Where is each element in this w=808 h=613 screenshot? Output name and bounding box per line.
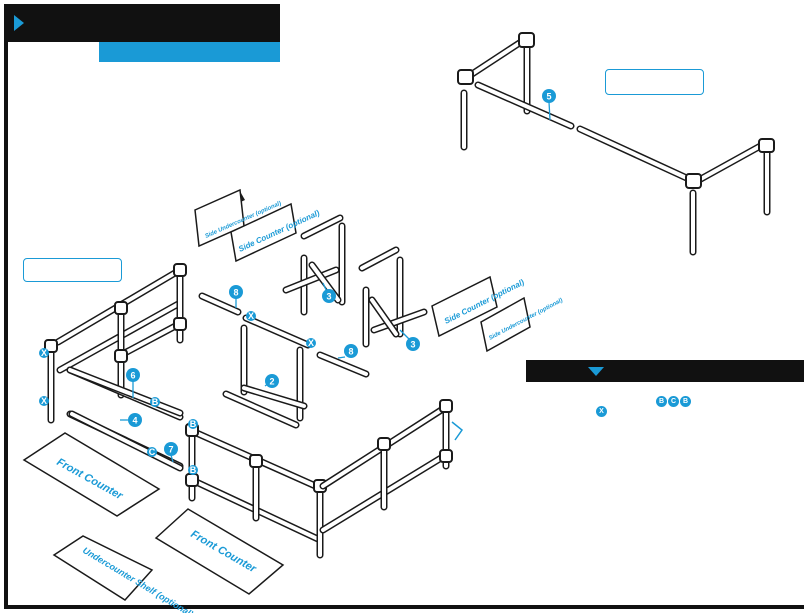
loose-rods: [66, 292, 370, 472]
svg-text:X: X: [308, 338, 314, 348]
callout-8-top-label: 8: [233, 288, 238, 298]
main-assembly-label-box: [23, 258, 122, 282]
callout-5-label: 5: [546, 92, 551, 102]
chevron-down-icon: [588, 367, 604, 376]
marker-b-front-top: B: [188, 419, 198, 429]
marker-c-left: C: [147, 447, 157, 457]
notes-panel: B C B X: [526, 382, 804, 417]
marker-x-upper: X: [39, 348, 49, 358]
marker-b-left: B: [150, 397, 160, 407]
notes-header-bar: [526, 360, 804, 382]
callout-8-right: 8: [337, 344, 358, 359]
callout-7: 7: [164, 442, 178, 463]
callout-2: 2: [264, 374, 279, 388]
callout-3-right-label: 3: [410, 340, 415, 350]
marker-x-middle: X: [246, 311, 256, 321]
page-frame-bottom: [4, 605, 804, 609]
callout-2-label: 2: [269, 377, 274, 387]
panel-front-counter-right: Front Counter: [154, 508, 285, 595]
svg-text:X: X: [41, 396, 47, 406]
callout-5: 5: [542, 89, 556, 121]
callout-6-label: 6: [130, 371, 135, 381]
callout-4: 4: [120, 413, 142, 427]
marker-x-right: X: [306, 338, 316, 348]
top-frame-assembly: [457, 32, 775, 256]
callout-7-label: 7: [168, 445, 173, 455]
svg-text:C: C: [149, 447, 156, 457]
note-badge-b2: B: [680, 396, 691, 407]
callout-3-left: 3: [322, 282, 336, 303]
note-badge-x: X: [596, 406, 607, 417]
top-assembly-label-box: [605, 69, 704, 95]
middle-legs: [222, 214, 428, 429]
callout-3-right: 3: [399, 329, 420, 351]
callout-4-label: 4: [132, 416, 137, 426]
marker-x-lower: X: [39, 396, 49, 406]
header-subbar: [99, 42, 280, 62]
callout-3-left-label: 3: [326, 292, 331, 302]
expand-arrow-icon: [451, 421, 464, 441]
panel-front-counter-left: Front Counter: [22, 432, 161, 517]
header-bar: [4, 4, 280, 42]
svg-text:X: X: [41, 348, 47, 358]
right-frame: [319, 399, 453, 534]
callout-6: 6: [126, 368, 140, 398]
svg-text:B: B: [190, 419, 197, 429]
svg-text:B: B: [190, 465, 197, 475]
svg-text:B: B: [152, 397, 159, 407]
note-badge-c: C: [668, 396, 679, 407]
play-arrow-icon: [14, 15, 24, 31]
marker-b-front-bottom: B: [188, 465, 198, 475]
note-badge-b: B: [656, 396, 667, 407]
left-side-frame: [44, 263, 187, 424]
page-frame-left: [4, 4, 8, 609]
callout-8-top: 8: [229, 285, 243, 308]
svg-text:X: X: [248, 311, 254, 321]
callout-8-right-label: 8: [348, 347, 353, 357]
